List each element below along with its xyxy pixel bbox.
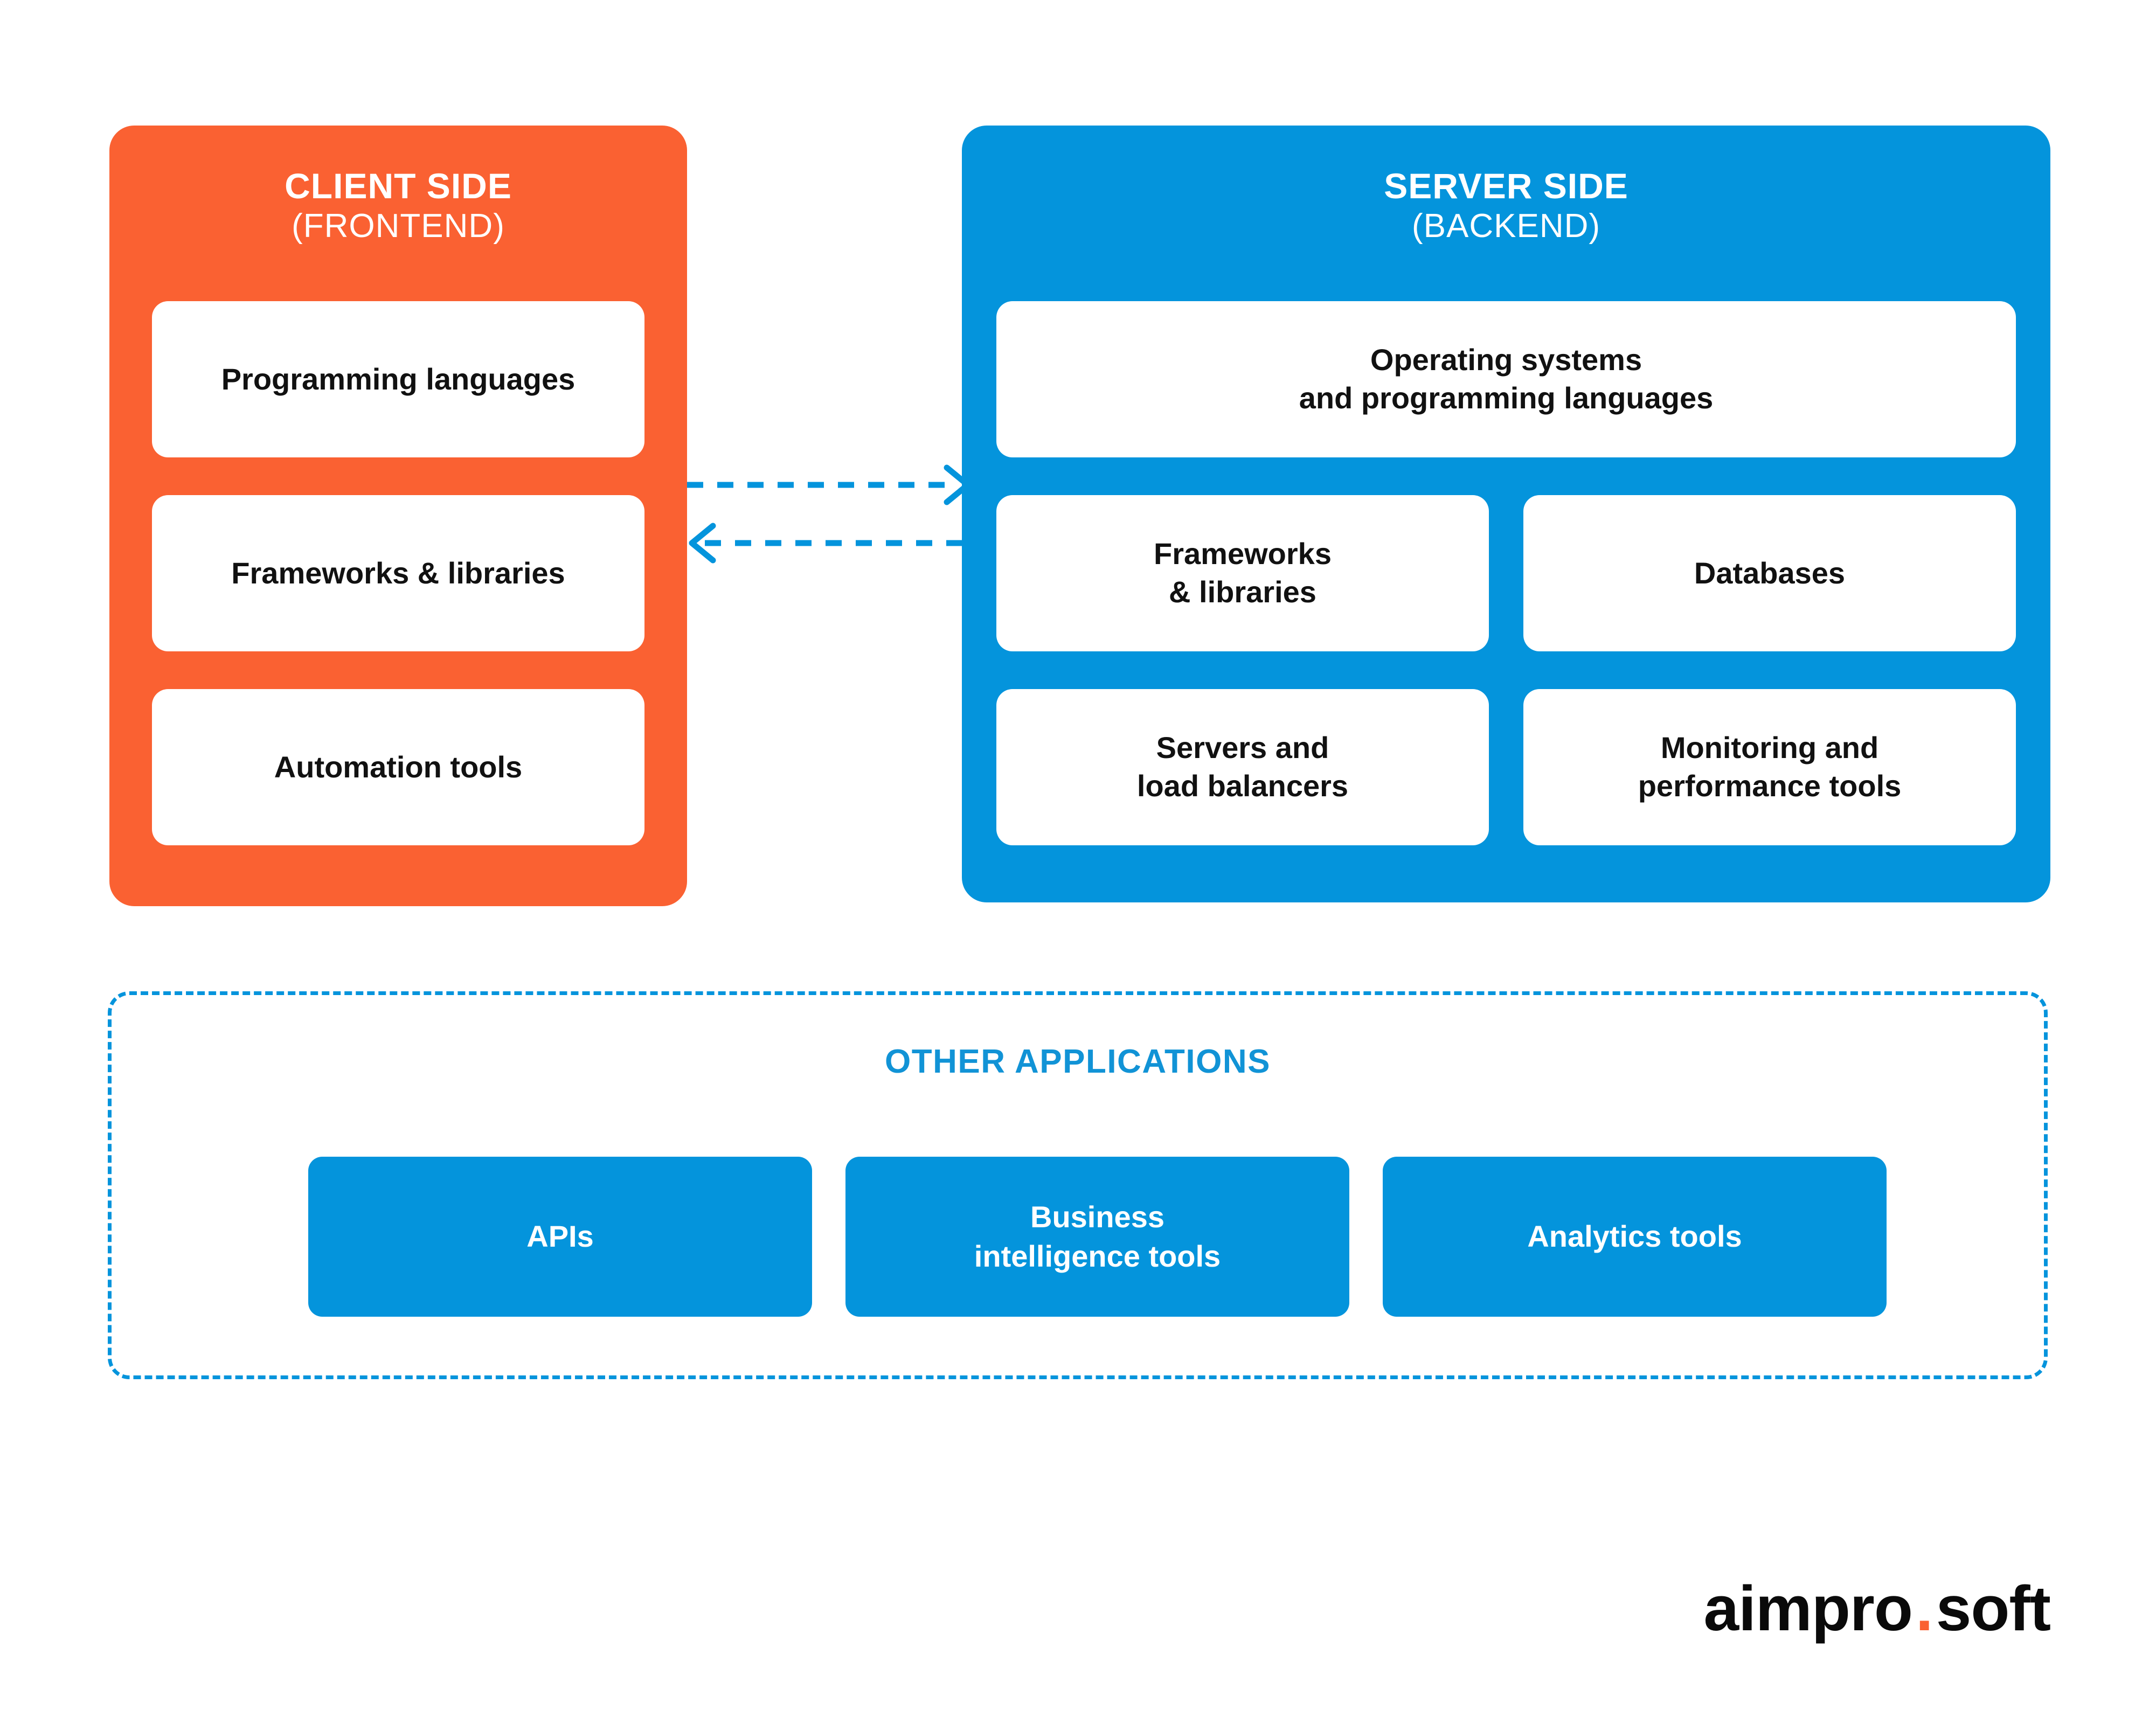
client-card-label: Frameworks & libraries	[231, 555, 565, 590]
server-card-label: Monitoring and performance tools	[1638, 731, 1902, 803]
client-to-server-arrow-icon	[687, 464, 971, 505]
server-to-client-arrow-icon	[689, 523, 973, 564]
other-applications-heading: OTHER APPLICATIONS	[885, 1043, 1271, 1080]
client-card-frameworks-libraries[interactable]: Frameworks & libraries	[152, 495, 644, 651]
logo-part-soft: soft	[1936, 1573, 2051, 1644]
server-card-label: Frameworks & libraries	[1154, 537, 1332, 609]
other-applications-region: OTHER APPLICATIONS APIs Business intelli…	[108, 991, 2048, 1379]
other-applications-chip-row: APIs Business intelligence tools Analyti…	[308, 1157, 1887, 1317]
client-side-panel: CLIENT SIDE (FRONTEND) Programming langu…	[109, 126, 687, 906]
other-app-chip-label: Business intelligence tools	[974, 1199, 1221, 1273]
server-card-databases[interactable]: Databases	[1523, 495, 2016, 651]
server-card-label: Servers and load balancers	[1136, 731, 1349, 803]
logo-dot: .	[1915, 1573, 1933, 1644]
client-card-label: Automation tools	[274, 749, 523, 784]
aimprosoft-logo: aimpro . soft	[1703, 1572, 2051, 1645]
client-card-automation-tools[interactable]: Automation tools	[152, 689, 644, 845]
server-card-label: Databases	[1694, 555, 1846, 590]
client-card-programming-languages[interactable]: Programming languages	[152, 301, 644, 457]
server-card-servers-load-balancers[interactable]: Servers and load balancers	[996, 689, 1489, 845]
server-side-title-sub: (BACKEND)	[1411, 207, 1601, 245]
server-side-panel: SERVER SIDE (BACKEND) Operating systems …	[962, 126, 2050, 902]
server-side-title: SERVER SIDE (BACKEND)	[962, 165, 2050, 245]
server-side-title-main: SERVER SIDE	[1384, 166, 1628, 206]
other-app-chip-label: Analytics tools	[1527, 1219, 1742, 1254]
client-side-title-sub: (FRONTEND)	[292, 207, 505, 245]
other-app-chip-apis[interactable]: APIs	[308, 1157, 812, 1317]
logo-part-aimpro: aimpro	[1703, 1573, 1912, 1644]
other-app-chip-business-intelligence-tools[interactable]: Business intelligence tools	[845, 1157, 1349, 1317]
client-side-title-main: CLIENT SIDE	[285, 166, 512, 206]
other-app-chip-label: APIs	[526, 1219, 594, 1254]
server-card-frameworks-libraries[interactable]: Frameworks & libraries	[996, 495, 1489, 651]
server-card-label: Operating systems and programming langua…	[1299, 343, 1714, 415]
other-app-chip-analytics-tools[interactable]: Analytics tools	[1383, 1157, 1887, 1317]
server-card-operating-systems[interactable]: Operating systems and programming langua…	[996, 301, 2016, 457]
server-card-monitoring-performance-tools[interactable]: Monitoring and performance tools	[1523, 689, 2016, 845]
client-side-title: CLIENT SIDE (FRONTEND)	[109, 165, 687, 245]
connector-arrows-group	[679, 458, 981, 576]
client-card-label: Programming languages	[221, 362, 576, 396]
